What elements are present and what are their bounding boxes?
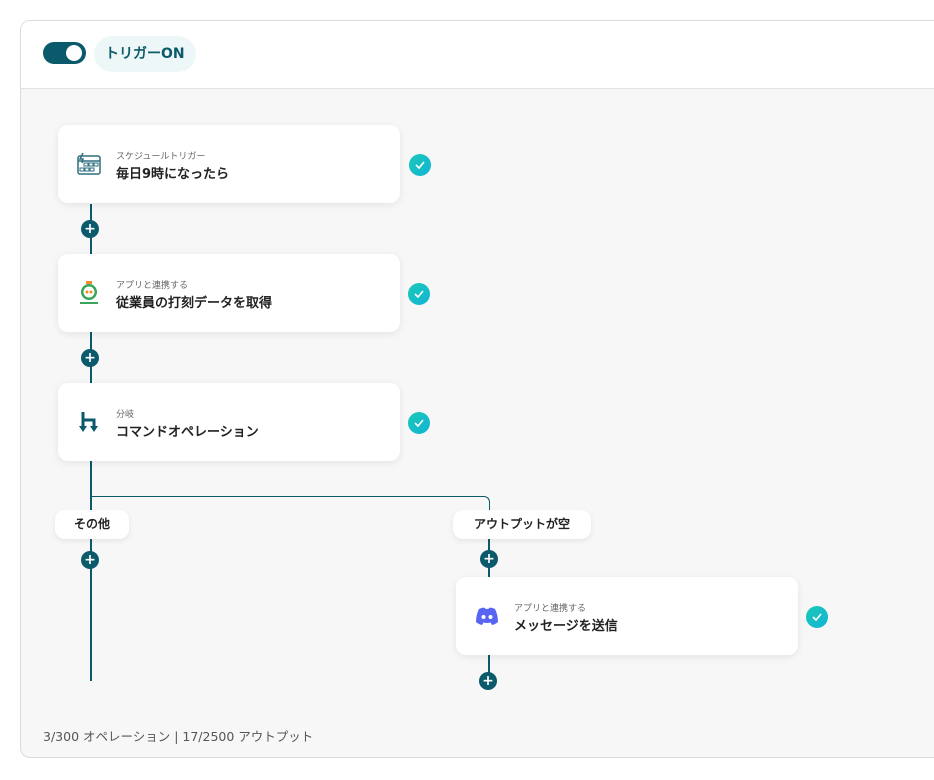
discord-icon xyxy=(474,603,500,629)
toggle-knob xyxy=(66,45,82,61)
step-type: アプリと連携する xyxy=(116,281,189,291)
step-title: コマンドオペレーション xyxy=(116,425,259,440)
trigger-status-badge: トリガーON xyxy=(94,36,196,72)
add-step-button[interactable]: + xyxy=(81,349,99,367)
add-step-button[interactable]: + xyxy=(81,551,99,569)
add-step-button[interactable]: + xyxy=(479,672,497,690)
check-icon xyxy=(806,606,828,628)
step-type: 分岐 xyxy=(116,410,135,420)
step-type: スケジュールトリガー xyxy=(116,152,206,162)
branch-icon xyxy=(76,409,102,435)
step-title: メッセージを送信 xyxy=(514,619,618,634)
flow-header: トリガーON xyxy=(21,21,934,89)
step-get-timecard[interactable]: アプリと連携する 従業員の打刻データを取得 xyxy=(58,254,400,332)
step-title: 毎日9時になったら xyxy=(116,167,230,182)
step-send-message[interactable]: アプリと連携する メッセージを送信 xyxy=(456,577,798,655)
check-icon xyxy=(409,154,431,176)
check-icon xyxy=(408,412,430,434)
branch-label-other[interactable]: その他 xyxy=(55,510,129,539)
branch-label-empty-output[interactable]: アウトプットが空 xyxy=(453,510,591,539)
check-icon xyxy=(408,283,430,305)
add-step-button[interactable]: + xyxy=(480,550,498,568)
trigger-toggle[interactable] xyxy=(43,42,86,64)
usage-summary: 3/300 オペレーション | 17/2500 アウトプット xyxy=(43,729,314,744)
kingoftime-icon xyxy=(76,280,102,306)
step-type: アプリと連携する xyxy=(514,604,587,614)
step-title: 従業員の打刻データを取得 xyxy=(116,296,273,311)
add-step-button[interactable]: + xyxy=(81,220,99,238)
branch-connector xyxy=(90,496,490,516)
flow-panel: トリガーON スケジュールトリガー 毎日9時になったら + アプリと連携する 従… xyxy=(20,20,934,758)
step-branch[interactable]: 分岐 コマンドオペレーション xyxy=(58,383,400,461)
calendar-icon xyxy=(76,151,102,177)
step-schedule-trigger[interactable]: スケジュールトリガー 毎日9時になったら xyxy=(58,125,400,203)
